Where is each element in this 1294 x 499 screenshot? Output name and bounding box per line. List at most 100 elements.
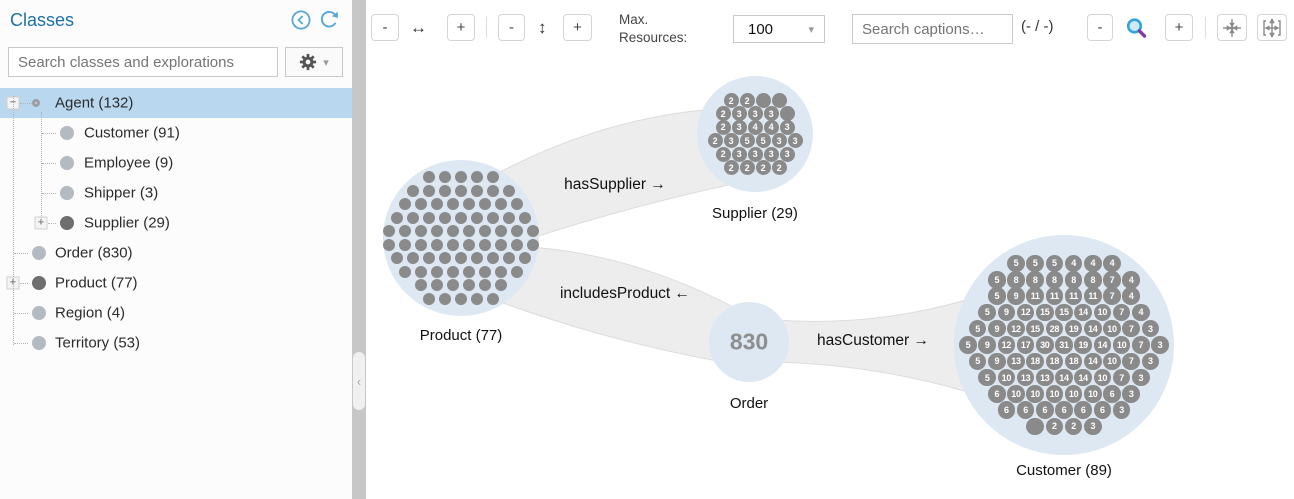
tree-item-product[interactable]: +Product (77) — [0, 268, 352, 298]
aggregate-dot: 2 — [739, 160, 755, 175]
aggregate-dot: 4 — [1064, 254, 1083, 273]
tree-guide — [41, 112, 42, 224]
shrink-vertical-button[interactable]: - — [498, 14, 525, 41]
magnifier-icon[interactable] — [1124, 14, 1148, 41]
tree-item-employee[interactable]: Employee (9) — [0, 148, 352, 178]
tree-item-label: Region (4) — [55, 304, 126, 322]
search-match-counter: (- / -) — [1021, 18, 1054, 35]
tree-guide — [42, 133, 56, 134]
edge-label-includesProduct[interactable]: includesProduct ← — [559, 285, 691, 302]
aggregate-dot: 3 — [723, 133, 739, 149]
aggregate-dot: 2 — [715, 119, 731, 135]
aggregate-dot — [486, 184, 500, 197]
aggregate-dot — [406, 211, 420, 224]
aggregate-dot: 10 — [1103, 319, 1121, 338]
aggregate-dot: 6 — [1103, 385, 1121, 403]
aggregate-dot — [454, 252, 468, 265]
aggregate-dot — [390, 211, 404, 224]
collapse-sidebar-handle[interactable]: ‹ — [353, 352, 365, 410]
tree-item-territory[interactable]: Territory (53) — [0, 328, 352, 358]
aggregate-dot — [398, 265, 412, 278]
tree-item-agent[interactable]: −Agent (132) — [0, 88, 352, 118]
aggregate-dot — [526, 238, 540, 251]
grow-horizontal-button[interactable]: + — [447, 14, 475, 41]
aggregate-dot: 12 — [997, 336, 1016, 354]
aggregate-dot — [779, 106, 795, 122]
tree-guide — [14, 253, 28, 254]
aggregate-dot: 3 — [1084, 417, 1102, 436]
aggregate-dot — [1026, 417, 1044, 436]
aggregate-dot: 15 — [1055, 303, 1073, 322]
edge-label-hasSupplier[interactable]: hasSupplier → — [564, 176, 666, 193]
aggregate-dot: 3 — [771, 133, 787, 149]
aggregate-dot — [755, 93, 771, 108]
class-search-input[interactable] — [8, 47, 278, 77]
aggregate-dot — [478, 238, 492, 251]
aggregate-dot: 7 — [1122, 352, 1140, 371]
tree-item-order[interactable]: Order (830) — [0, 238, 352, 268]
aggregate-dot — [414, 198, 428, 211]
aggregate-dot: 5 — [968, 352, 987, 371]
zoom-out-button[interactable]: - — [1087, 14, 1113, 41]
edge-label-hasCustomer[interactable]: hasCustomer → — [817, 332, 929, 349]
aggregate-dot: 14 — [1055, 368, 1073, 387]
aggregate-dot: 3 — [1122, 385, 1140, 403]
aggregate-dot — [406, 184, 420, 197]
aggregate-dot: 7 — [1103, 271, 1121, 289]
aggregate-dot: 13 — [1036, 368, 1054, 387]
zoom-in-button[interactable]: + — [1165, 14, 1193, 41]
center-diagram-button[interactable] — [1217, 14, 1247, 41]
aggregate-dot — [510, 225, 524, 238]
aggregate-dot — [494, 265, 508, 278]
chevron-down-icon: ▾ — [808, 23, 814, 36]
tree-guide — [13, 96, 14, 345]
panel-divider[interactable]: ‹ — [352, 0, 366, 499]
aggregate-dot: 15 — [1036, 303, 1054, 322]
aggregate-dot — [406, 252, 420, 265]
max-resources-select[interactable]: 100 ▾ — [733, 15, 825, 43]
aggregate-dot — [462, 225, 476, 238]
aggregate-dot — [454, 184, 468, 197]
max-resources-label: Max. Resources: — [619, 12, 688, 45]
tree-item-customer[interactable]: Customer (91) — [0, 118, 352, 148]
aggregate-dot: 13 — [1016, 368, 1035, 387]
aggregate-dot: 7 — [1112, 368, 1131, 387]
caption-search-input[interactable] — [852, 14, 1013, 44]
redo-exploration-icon[interactable] — [318, 9, 340, 31]
aggregate-dot — [382, 238, 396, 251]
aggregate-dot — [518, 211, 532, 224]
settings-dropdown-button[interactable]: ▾ — [285, 47, 343, 77]
aggregate-dot: 6 — [1093, 401, 1112, 419]
aggregate-dot: 9 — [978, 336, 996, 354]
aggregate-dot: 10 — [997, 368, 1016, 387]
tree-guide — [42, 193, 56, 194]
aggregate-dot: 19 — [1064, 319, 1083, 338]
shrink-horizontal-button[interactable]: - — [371, 14, 399, 41]
aggregate-dot: 8 — [1045, 271, 1064, 289]
class-circle-icon — [32, 306, 46, 320]
graph-canvas: hasSupplier → includesProduct ← hasCusto… — [366, 57, 1294, 499]
fit-to-screen-button[interactable] — [1257, 14, 1287, 41]
aggregate-dot: 2 — [723, 160, 739, 175]
aggregate-dot — [486, 171, 500, 184]
previous-exploration-icon[interactable] — [290, 9, 312, 31]
tree-item-region[interactable]: Region (4) — [0, 298, 352, 328]
aggregate-dot — [438, 211, 452, 224]
class-circle-icon — [60, 186, 74, 200]
aggregate-dot — [478, 225, 492, 238]
aggregate-dot: 10 — [1026, 385, 1044, 403]
node-resource-count: 830 — [729, 328, 769, 355]
aggregate-dot: 2 — [755, 160, 771, 175]
grow-vertical-button[interactable]: + — [563, 14, 592, 41]
aggregate-dot: 6 — [1036, 401, 1054, 419]
aggregate-dot: 3 — [763, 106, 779, 122]
aggregate-dot: 17 — [1016, 336, 1035, 354]
aggregate-dot: 2 — [715, 146, 731, 162]
aggregate-dot — [478, 279, 492, 292]
aggregate-dot — [470, 211, 484, 224]
tree-item-shipper[interactable]: Shipper (3) — [0, 178, 352, 208]
graph-node-order[interactable] — [709, 302, 789, 382]
aggregate-dot — [446, 225, 460, 238]
class-circle-icon — [60, 126, 74, 140]
class-circle-icon — [60, 216, 74, 230]
